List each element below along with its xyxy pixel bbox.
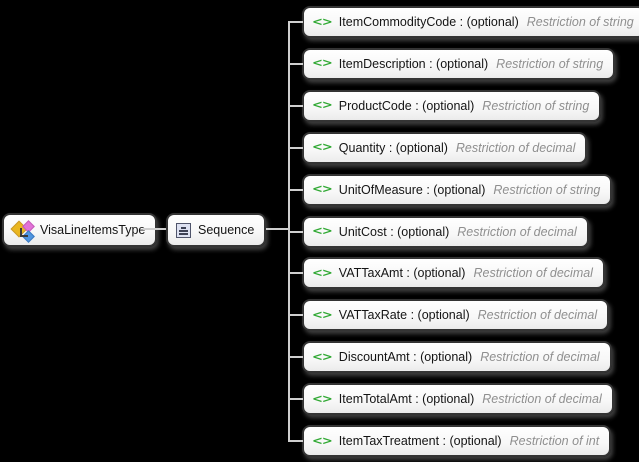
element-node[interactable]: <> ItemTotalAmt : (optional) Restriction… bbox=[302, 383, 614, 416]
element-restriction-label: Restriction of int bbox=[509, 434, 600, 448]
element-brackets-icon: <> bbox=[312, 140, 333, 155]
element-brackets-icon: <> bbox=[312, 350, 333, 364]
connector-line bbox=[143, 228, 168, 230]
element-name-label: ProductCode : (optional) bbox=[338, 98, 475, 113]
element-node[interactable]: <> UnitOfMeasure : (optional) Restrictio… bbox=[302, 173, 613, 206]
element-brackets-icon: <> bbox=[312, 266, 333, 281]
element-brackets-icon: <> bbox=[312, 308, 333, 323]
element-node[interactable]: <> VATTaxAmt : (optional) Restriction of… bbox=[302, 257, 605, 290]
complex-type-node-visalineitemstype[interactable]: VisaLineItemsType bbox=[2, 213, 158, 247]
element-node[interactable]: <> ItemCommodityCode : (optional) Restri… bbox=[302, 6, 639, 38]
element-brackets-icon: <> bbox=[312, 99, 333, 113]
element-brackets-icon: <> bbox=[312, 15, 333, 29]
connector-line bbox=[288, 146, 303, 149]
element-name-label: Quantity : (optional) bbox=[338, 140, 448, 155]
element-node[interactable]: <> UnitCost : (optional) Restriction of … bbox=[302, 215, 589, 248]
connector-line bbox=[266, 228, 289, 230]
element-brackets-icon: <> bbox=[312, 182, 333, 197]
element-node[interactable]: <> ProductCode : (optional) Restriction … bbox=[302, 89, 602, 122]
element-brackets-icon: <> bbox=[312, 434, 333, 448]
element-node[interactable]: <> Quantity : (optional) Restriction of … bbox=[302, 131, 588, 164]
element-brackets-icon: <> bbox=[312, 224, 333, 239]
element-name-label: ItemCommodityCode : (optional) bbox=[338, 15, 519, 29]
element-restriction-label: Restriction of string bbox=[526, 15, 634, 29]
complex-type-icon bbox=[10, 219, 35, 243]
connector-line bbox=[288, 398, 303, 401]
element-name-label: UnitOfMeasure : (optional) bbox=[338, 182, 486, 197]
element-name-label: VATTaxAmt : (optional) bbox=[338, 266, 466, 281]
element-restriction-label: Restriction of string bbox=[482, 98, 590, 113]
element-restriction-label: Restriction of decimal bbox=[477, 308, 598, 323]
element-name-label: ItemDescription : (optional) bbox=[338, 56, 489, 71]
element-restriction-label: Restriction of string bbox=[493, 182, 601, 197]
element-brackets-icon: <> bbox=[312, 57, 333, 71]
connector-line bbox=[288, 104, 303, 107]
element-name-label: ItemTotalAmt : (optional) bbox=[338, 392, 475, 407]
element-restriction-label: Restriction of decimal bbox=[480, 350, 600, 365]
connector-line bbox=[288, 188, 303, 191]
element-restriction-label: Restriction of decimal bbox=[455, 140, 576, 155]
connector-line bbox=[288, 21, 303, 23]
element-node[interactable]: <> ItemTaxTreatment : (optional) Restric… bbox=[302, 425, 612, 457]
element-name-label: DiscountAmt : (optional) bbox=[338, 350, 473, 365]
element-name-label: UnitCost : (optional) bbox=[338, 224, 450, 239]
element-name-label: ItemTaxTreatment : (optional) bbox=[338, 434, 502, 448]
connector-line bbox=[288, 272, 303, 275]
element-restriction-label: Restriction of string bbox=[496, 56, 604, 71]
element-node[interactable]: <> VATTaxRate : (optional) Restriction o… bbox=[302, 299, 610, 332]
sequence-label: Sequence bbox=[198, 223, 255, 237]
connector-line bbox=[288, 440, 303, 442]
connector-line bbox=[288, 230, 303, 233]
connector-line bbox=[288, 62, 303, 65]
connector-line bbox=[288, 356, 303, 359]
element-restriction-label: Restriction of decimal bbox=[482, 392, 602, 407]
element-restriction-label: Restriction of decimal bbox=[473, 266, 593, 281]
sequence-icon bbox=[176, 222, 191, 238]
element-node[interactable]: <> ItemDescription : (optional) Restrict… bbox=[302, 47, 616, 80]
connector-line bbox=[288, 314, 303, 317]
sequence-compositor-node[interactable]: Sequence bbox=[166, 213, 267, 247]
element-name-label: VATTaxRate : (optional) bbox=[338, 308, 470, 323]
element-node[interactable]: <> DiscountAmt : (optional) Restriction … bbox=[302, 341, 612, 374]
element-brackets-icon: <> bbox=[312, 392, 333, 406]
element-restriction-label: Restriction of decimal bbox=[457, 224, 577, 239]
complex-type-label: VisaLineItemsType bbox=[40, 223, 146, 237]
